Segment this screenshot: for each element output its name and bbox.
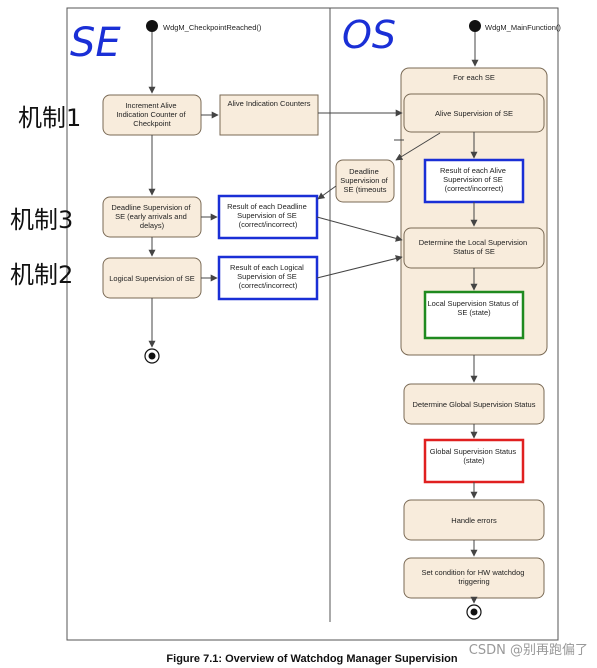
- start-label-right: WdgM_MainFunction(): [485, 23, 561, 32]
- result-deadline-text: Result of each Deadline Supervision of S…: [227, 202, 309, 229]
- determine-global-text: Determine Global Supervision Status: [413, 400, 536, 409]
- foreach-se-title: For each SE: [453, 73, 495, 82]
- lane-label-os: OS: [342, 13, 396, 57]
- end-node-left-dot: [148, 352, 156, 360]
- deadline-timeouts-node: [335, 159, 395, 203]
- deadline-supervision-text: Deadline Supervision of SE (early arriva…: [111, 203, 192, 230]
- result-logical-text: Result of each Logical Supervision of SE…: [230, 263, 306, 290]
- result-logical-node: [217, 255, 319, 301]
- alive-counters-node: [219, 94, 319, 136]
- alive-counters-text: Alive Indication Counters: [228, 99, 311, 108]
- determine-local-text: Determine the Local Supervision Status o…: [419, 238, 530, 256]
- set-condition-text: Set condition for HW watchdog triggering: [421, 568, 526, 586]
- arrows-right-lane: [470, 32, 479, 604]
- start-label-left: WdgM_CheckpointReached(): [163, 23, 262, 32]
- mechanism-3-label: 机制3: [10, 206, 73, 234]
- end-node-right-dot: [470, 608, 478, 616]
- mechanism-2-label: 机制2: [10, 261, 73, 289]
- mechanism-1-label: 机制1: [18, 104, 81, 132]
- handle-errors-text: Handle errors: [451, 516, 497, 525]
- local-status-node: [423, 290, 525, 340]
- increment-alive-text: Increment Alive Indication Counter of Ch…: [116, 101, 187, 128]
- lane-label-se: SE: [70, 20, 121, 66]
- global-status-text: Global Supervision Status (state): [430, 447, 518, 465]
- deadline-timeouts-text: Deadline Supervision of SE (timeouts: [340, 167, 390, 194]
- start-node-left: [146, 20, 158, 32]
- result-alive-text: Result of each Alive Supervision of SE (…: [440, 166, 508, 193]
- diagram-frame: [66, 7, 559, 641]
- csdn-watermark: CSDN @别再跑偏了: [469, 643, 588, 658]
- alive-supervision-text: Alive Supervision of SE: [435, 109, 513, 118]
- figure-caption: Figure 7.1: Overview of Watchdog Manager…: [166, 653, 457, 665]
- logical-supervision-text: Logical Supervision of SE: [109, 274, 194, 283]
- result-deadline-node: [217, 194, 319, 240]
- start-node-right: [469, 20, 481, 32]
- local-status-text: Local Supervision Status of SE (state): [428, 299, 521, 317]
- arrows-cross-lane: [316, 109, 441, 279]
- result-alive-node: [423, 158, 525, 204]
- arrows-left-lane: [148, 32, 219, 348]
